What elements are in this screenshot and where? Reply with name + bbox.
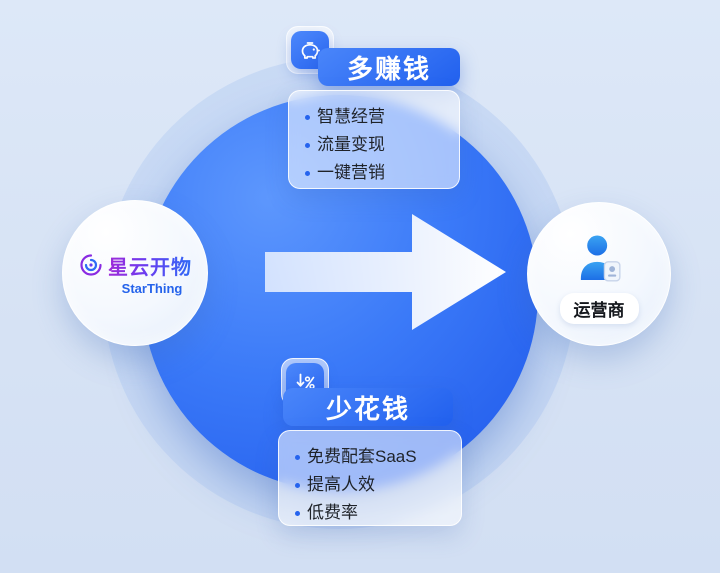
brand-name: 星云开物 xyxy=(108,251,192,280)
earn-item: 智慧经营 xyxy=(303,103,449,131)
flow-arrow-icon xyxy=(265,214,506,330)
percent-down-icon xyxy=(296,373,315,390)
brand-logo: 星云开物 xyxy=(78,251,192,280)
operator-label: 运营商 xyxy=(559,292,639,324)
save-title-pill: 少花钱 xyxy=(283,388,453,426)
spiral-galaxy-icon xyxy=(80,254,102,276)
save-item: 提高人效 xyxy=(293,471,451,499)
earn-card: 智慧经营 流量变现 一键营销 xyxy=(288,90,460,189)
piggy-bank-icon xyxy=(301,42,320,59)
person-id-icon xyxy=(580,235,621,282)
earn-title-pill: 多赚钱 xyxy=(318,48,460,86)
earn-item: 流量变现 xyxy=(303,131,449,159)
earn-item: 一键营销 xyxy=(303,159,449,187)
earn-item-list: 智慧经营 流量变现 一键营销 xyxy=(303,103,449,187)
save-item: 低费率 xyxy=(293,499,451,527)
operator-circle: 运营商 xyxy=(527,202,671,346)
save-item-list: 免费配套SaaS 提高人效 低费率 xyxy=(293,443,451,527)
brand-subtitle: StarThing xyxy=(121,280,183,296)
save-card: 免费配套SaaS 提高人效 低费率 xyxy=(278,430,462,526)
brand-circle: 星云开物 StarThing xyxy=(62,200,208,346)
save-item: 免费配套SaaS xyxy=(293,443,451,471)
